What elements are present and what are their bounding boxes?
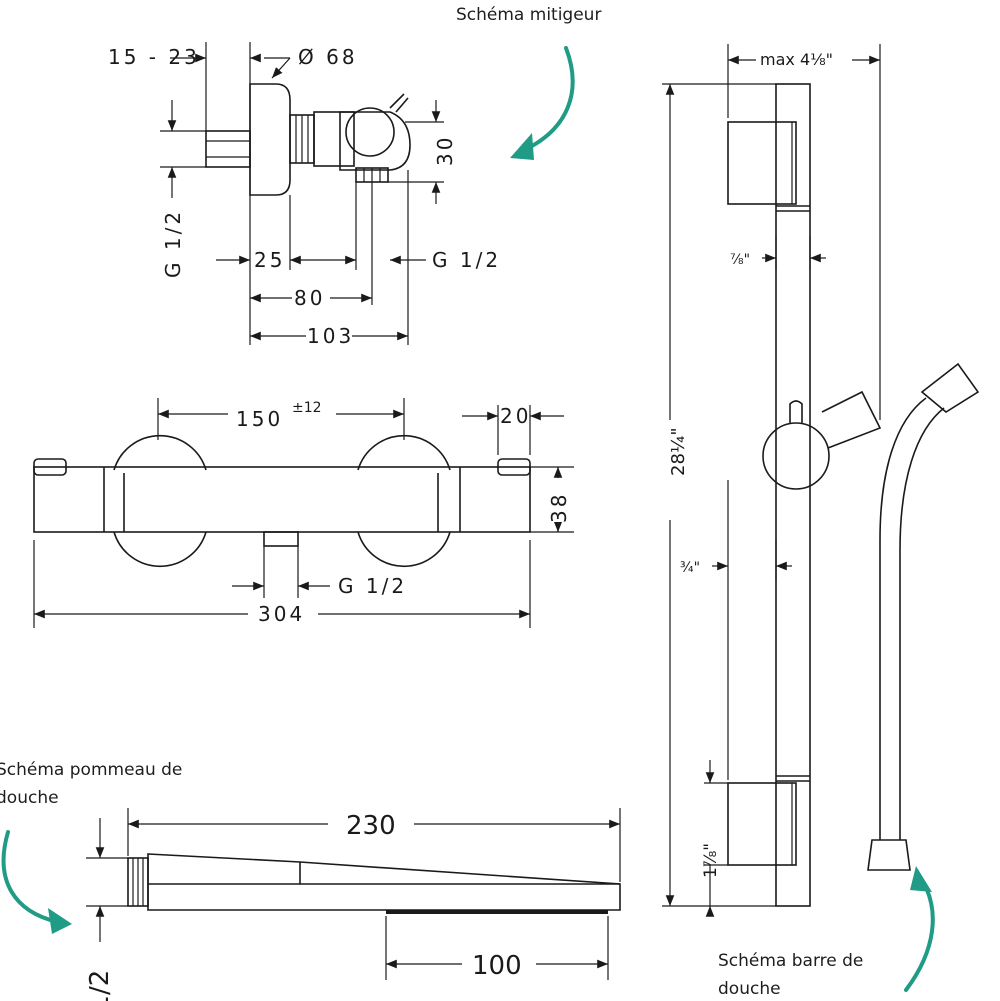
dim-80: 80 bbox=[294, 286, 325, 310]
dim-38: 38 bbox=[547, 492, 571, 523]
mixer-side-view: 15 - 23 Ø 68 30 G 1/2 25 G 1/2 80 103 bbox=[108, 42, 501, 348]
dim-230: 230 bbox=[346, 811, 396, 841]
front-outlet bbox=[263, 531, 299, 547]
mixer-side-body bbox=[339, 111, 411, 171]
dim-3-4: ¾" bbox=[680, 560, 700, 576]
caption-barre-group: Schéma barre de douche bbox=[718, 866, 935, 999]
dim-150-tolerance: ±12 bbox=[292, 400, 322, 416]
dim-100: 100 bbox=[472, 951, 522, 981]
caption-barre-line2: douche bbox=[718, 979, 781, 999]
mixer-side-knob bbox=[345, 107, 395, 157]
front-disc-right-top bbox=[357, 434, 451, 471]
caption-pommeau-line1: Schéma pommeau de bbox=[0, 760, 182, 780]
front-cap-left bbox=[33, 458, 67, 476]
dim-max-width: max 4⅛" bbox=[760, 50, 833, 69]
mixer-front-view: 150 ±12 20 38 G 1/2 304 bbox=[33, 398, 574, 628]
dim-g12-left: G 1/2 bbox=[161, 209, 185, 278]
dim-7-8: ⅞" bbox=[730, 252, 750, 268]
caption-pommeau-group: Schéma pommeau de douche bbox=[0, 760, 182, 934]
mixer-side-escutcheon bbox=[249, 83, 291, 196]
dim-15-23: 15 - 23 bbox=[108, 45, 200, 69]
pommeau-pointer-arrow bbox=[1, 830, 60, 924]
barre-pointer-arrow bbox=[904, 878, 935, 992]
hand-shower-spray-face bbox=[386, 910, 608, 914]
dim-30: 30 bbox=[433, 135, 457, 166]
hand-shower-view: 230 100 G 1/2 bbox=[85, 808, 621, 1001]
front-disc-right-bottom bbox=[357, 531, 451, 568]
dim-1-7-8: 1⅞" bbox=[701, 843, 721, 878]
dim-g12-right: G 1/2 bbox=[432, 248, 501, 272]
caption-barre-line1: Schéma barre de bbox=[718, 951, 863, 971]
front-disc-left-bottom bbox=[113, 531, 207, 568]
mitigeur-pointer-arrowhead bbox=[510, 133, 534, 160]
shower-hose-top-fitting bbox=[920, 362, 980, 413]
shower-bar-bracket-bottom bbox=[727, 782, 797, 866]
hand-shower-body bbox=[147, 853, 621, 911]
dim-304: 304 bbox=[258, 602, 305, 626]
shower-hose-inner bbox=[899, 407, 945, 840]
dim-front-g12: G 1/2 bbox=[338, 574, 407, 598]
pommeau-pointer-arrowhead bbox=[48, 908, 72, 934]
front-disc-left-top bbox=[113, 434, 207, 471]
shower-bar-view: max 4⅛" 28¼" ⅞" ¾" 1⅞" bbox=[662, 44, 980, 917]
shower-bar-bracket-top bbox=[727, 121, 797, 205]
dim-103: 103 bbox=[307, 324, 354, 348]
dim-diameter-68: Ø 68 bbox=[298, 45, 358, 69]
mixer-side-inlet bbox=[205, 130, 251, 168]
dim-hand-g12: G 1/2 bbox=[85, 970, 115, 1001]
caption-mitigeur-group: Schéma mitigeur bbox=[456, 5, 601, 160]
shower-hose-outer bbox=[879, 397, 927, 840]
dim-150: 150 bbox=[236, 407, 283, 431]
shower-bar-rail bbox=[775, 83, 811, 907]
mixer-side-connector bbox=[313, 111, 355, 167]
caption-mitigeur: Schéma mitigeur bbox=[456, 5, 601, 25]
caption-pommeau-line2: douche bbox=[0, 788, 59, 808]
shower-bar-slider bbox=[762, 422, 830, 490]
shower-bar-holder bbox=[821, 390, 882, 449]
mitigeur-pointer-arrow bbox=[518, 46, 575, 154]
dim-20: 20 bbox=[500, 404, 531, 428]
dim-25: 25 bbox=[254, 248, 285, 272]
shower-bar-slider-knob bbox=[789, 400, 803, 424]
front-body bbox=[33, 466, 531, 533]
dim-bar-height: 28¼" bbox=[668, 427, 689, 476]
barre-pointer-arrowhead bbox=[910, 866, 932, 892]
shower-hose-bottom-fitting bbox=[867, 839, 911, 871]
